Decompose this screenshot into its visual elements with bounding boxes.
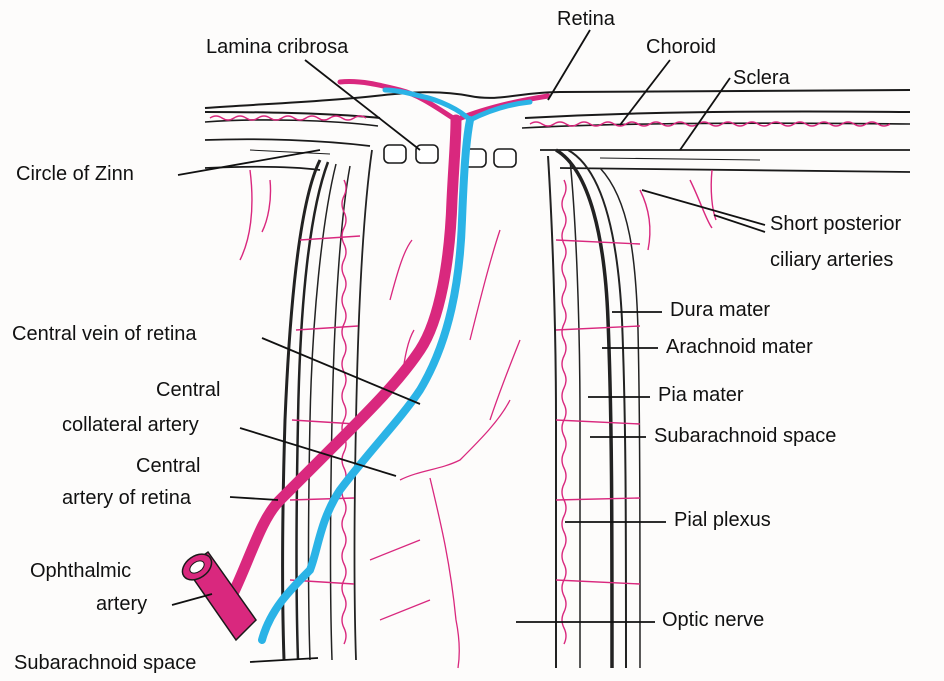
label-optic-nerve: Optic nerve xyxy=(662,608,764,632)
label-ophthalmic-line1: Ophthalmic xyxy=(30,559,131,583)
label-short-posterior-line2: ciliary arteries xyxy=(770,248,893,272)
label-subarachnoid-space-right: Subarachnoid space xyxy=(654,424,836,448)
label-lamina-cribrosa: Lamina cribrosa xyxy=(206,35,348,59)
leader-lamina-cribrosa xyxy=(305,60,420,150)
label-central-artery-line2: artery of retina xyxy=(62,486,191,510)
leader-central-artery xyxy=(230,497,278,500)
central-vein xyxy=(262,90,530,640)
leader-circle-of-zinn xyxy=(178,150,320,175)
choroid-layer xyxy=(205,116,910,128)
label-central-collateral-line1: Central xyxy=(156,378,220,402)
retina-layer xyxy=(205,90,910,118)
label-choroid: Choroid xyxy=(646,35,716,59)
label-central-artery-line1: Central xyxy=(136,454,200,478)
label-pial-plexus: Pial plexus xyxy=(674,508,771,532)
label-circle-of-zinn: Circle of Zinn xyxy=(16,162,134,186)
label-ophthalmic-line2: artery xyxy=(96,592,147,616)
label-pia-mater: Pia mater xyxy=(658,383,744,407)
label-retina: Retina xyxy=(557,7,615,31)
label-short-posterior-line1: Short posterior xyxy=(770,212,901,236)
label-central-vein: Central vein of retina xyxy=(12,322,197,346)
label-subarachnoid-space-left: Subarachnoid space xyxy=(14,651,196,675)
leader-ophthalmic-artery xyxy=(172,594,212,605)
label-arachnoid-mater: Arachnoid mater xyxy=(666,335,813,359)
leader-retina xyxy=(548,30,590,100)
leader-short-posterior-1 xyxy=(642,190,765,225)
leader-sclera xyxy=(680,78,730,150)
label-central-collateral-line2: collateral artery xyxy=(62,413,199,437)
sclera-layer xyxy=(205,139,910,172)
label-dura-mater: Dura mater xyxy=(670,298,770,322)
label-sclera: Sclera xyxy=(733,66,790,90)
